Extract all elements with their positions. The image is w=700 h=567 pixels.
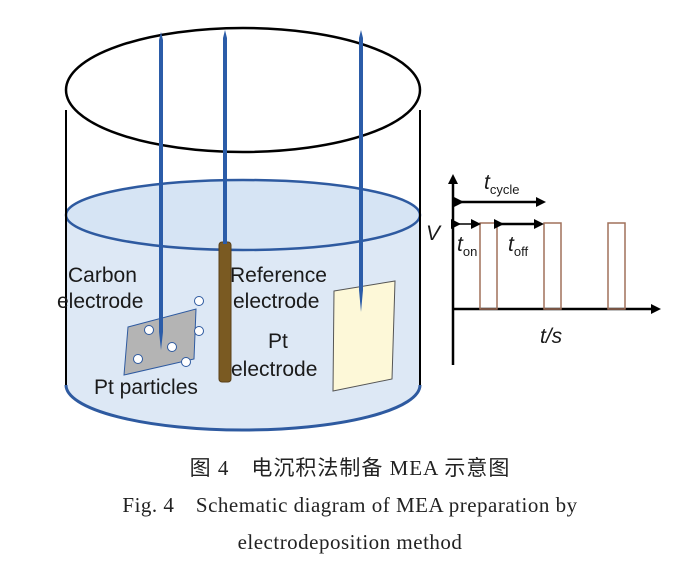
pt-particle <box>133 354 143 364</box>
reference-wire <box>223 30 227 244</box>
carbon-wire <box>159 32 163 350</box>
pulse-waveform-chart: V t/s tcycle ton toff <box>426 171 661 365</box>
pulses <box>479 222 626 310</box>
solution-body <box>66 215 420 430</box>
solution-surface <box>64 178 422 252</box>
pulse <box>479 222 498 310</box>
carbon-electrode-label-1: Carbon <box>68 264 137 287</box>
t-on-label: ton <box>457 233 477 259</box>
beaker <box>64 26 422 432</box>
solution-bottom-edge <box>64 384 422 432</box>
beaker-rim <box>64 26 422 154</box>
electrodeposition-schematic: Carbon electrode Reference electrode Pt … <box>57 26 661 432</box>
t-off-label: toff <box>508 233 528 259</box>
caption-english-line1: Fig. 4 Schematic diagram of MEA preparat… <box>122 493 578 517</box>
reference-electrode-rod <box>218 241 232 383</box>
pt-particle <box>167 342 177 352</box>
pt-particle <box>181 357 191 367</box>
caption-chinese: 图 4 电沉积法制备 MEA 示意图 <box>189 456 511 480</box>
pt-electrode-plate <box>332 280 396 392</box>
caption-english-line2: electrodeposition method <box>237 530 463 554</box>
pt-wire <box>359 30 363 312</box>
t-cycle-label: tcycle <box>484 171 519 197</box>
pt-electrode-label-1: Pt <box>268 330 288 353</box>
pulse <box>607 222 626 310</box>
pt-particle <box>194 296 204 306</box>
electrode-wires <box>159 30 363 350</box>
pt-electrode-label-2: electrode <box>231 358 317 381</box>
pulse <box>543 222 562 310</box>
pt-particle <box>194 326 204 336</box>
reference-electrode-label-2: electrode <box>233 290 319 313</box>
pt-particles-label: Pt particles <box>94 376 198 399</box>
x-axis-label: t/s <box>540 325 563 348</box>
beaker-labels: Carbon electrode Reference electrode Pt … <box>57 264 327 399</box>
pt-particles <box>133 296 204 367</box>
y-axis-label: V <box>426 222 442 245</box>
pt-particle <box>144 325 154 335</box>
carbon-electrode-label-2: electrode <box>57 290 143 313</box>
reference-electrode-label-1: Reference <box>230 264 327 287</box>
